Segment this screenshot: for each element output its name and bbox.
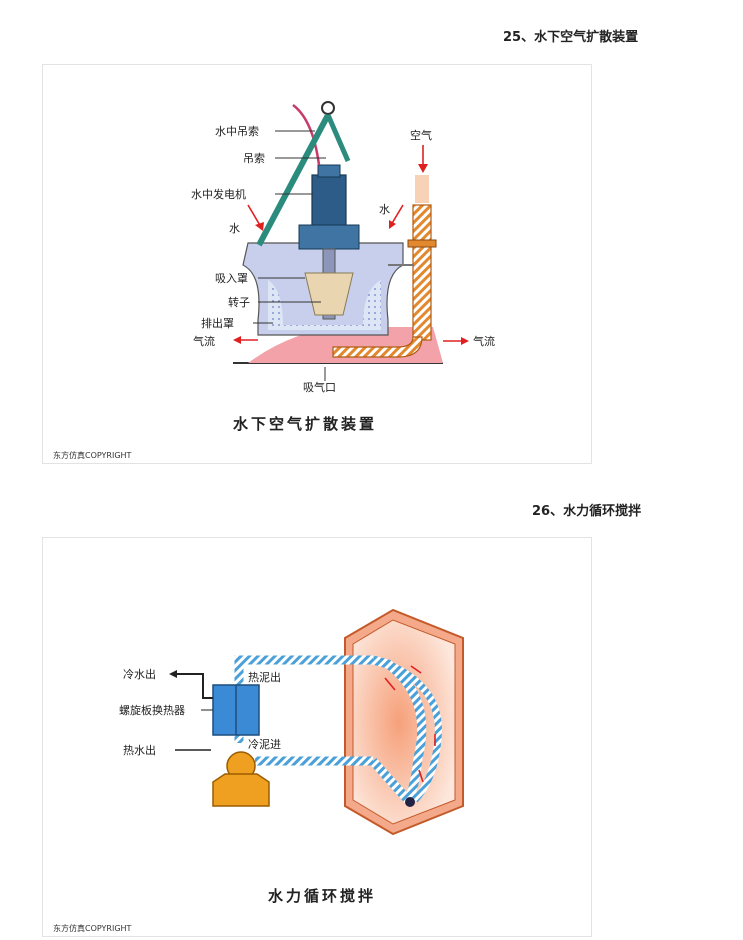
label-rotor: 转子 bbox=[228, 295, 250, 309]
label-rope: 吊索 bbox=[243, 151, 265, 165]
lift-arm bbox=[256, 113, 331, 247]
rotor-shape bbox=[304, 272, 354, 316]
label-intake-hood: 吸入罩 bbox=[215, 272, 248, 285]
pump-base bbox=[212, 773, 270, 807]
housing-inner-dots bbox=[268, 280, 381, 330]
label-hot-water-out: 热水出 bbox=[123, 743, 156, 757]
label-water-left: 水 bbox=[229, 222, 240, 235]
label-underwater-rope: 水中吊索 bbox=[215, 124, 259, 138]
air-arrow-head bbox=[418, 164, 428, 173]
rope bbox=[292, 104, 321, 166]
section25-heading: 25、水下空气扩散装置 bbox=[503, 30, 639, 45]
section25-copyright: 东方仿真COPYRIGHT bbox=[53, 451, 132, 460]
flow-arrow-1 bbox=[384, 677, 396, 691]
flow-arrow-4 bbox=[418, 769, 424, 783]
air-pipe-vertical bbox=[412, 204, 432, 341]
section26-caption: 水力循环搅拌 bbox=[268, 887, 377, 905]
motor-cap bbox=[317, 164, 341, 178]
label-water-right: 水 bbox=[379, 203, 390, 216]
section25-caption: 水下空气扩散装置 bbox=[233, 415, 378, 433]
label-hot-sludge-out: 热泥出 bbox=[248, 670, 281, 684]
label-air: 空气 bbox=[410, 128, 432, 142]
label-spiral-heat-exchanger: 螺旋板换热器 bbox=[119, 703, 185, 717]
aerator-diagram: 水中吊索 吊索 水中发电机 水 吸入罩 转子 排出罩 气流 吸气口 空气 水 气… bbox=[191, 101, 495, 394]
label-airflow-left: 气流 bbox=[193, 334, 215, 348]
section25-figure-panel: 水中吊索 吊索 水中发电机 水 吸入罩 转子 排出罩 气流 吸气口 空气 水 气… bbox=[42, 64, 592, 464]
cold-water-pipe bbox=[173, 673, 213, 699]
section26-figure-panel: 冷水出 螺旋板换热器 热水出 热泥出 冷泥进 水力循环搅拌 东方仿真COPYRI… bbox=[42, 537, 592, 937]
section26-copyright: 东方仿真COPYRIGHT bbox=[53, 924, 132, 933]
label-air-inlet: 吸气口 bbox=[303, 380, 336, 394]
circulation-diagram: 冷水出 螺旋板换热器 热水出 热泥出 冷泥进 bbox=[119, 608, 464, 836]
label-cold-water-out: 冷水出 bbox=[123, 667, 156, 681]
airflow-arrow-right-head bbox=[461, 337, 469, 345]
water-arrow-right bbox=[390, 204, 404, 226]
label-discharge-hood: 排出罩 bbox=[201, 316, 234, 330]
cold-water-arrowhead bbox=[169, 670, 177, 678]
water-arrow-left-head bbox=[255, 222, 264, 231]
lift-arm-2 bbox=[325, 114, 351, 162]
water-arrow-right-head bbox=[389, 220, 396, 229]
water-arrow-left bbox=[247, 204, 262, 228]
air-pipe-bottom bbox=[332, 336, 423, 358]
air-bubbles bbox=[415, 175, 429, 203]
tank-pipe-return bbox=[386, 660, 442, 803]
flow-arrow-2 bbox=[410, 665, 422, 674]
tank-pipe-upper bbox=[371, 655, 427, 803]
section26-heading: 26、水力循环搅拌 bbox=[532, 504, 642, 519]
tank-pipe-lower bbox=[369, 758, 412, 804]
hook-ring bbox=[321, 101, 335, 115]
label-cold-sludge-in: 冷泥进 bbox=[248, 738, 281, 751]
air-pipe-collar bbox=[407, 239, 437, 248]
pipe-end bbox=[405, 797, 415, 807]
airflow-arrow-left-head bbox=[233, 336, 241, 344]
label-underwater-motor: 水中发电机 bbox=[191, 187, 246, 201]
label-airflow-right: 气流 bbox=[473, 334, 495, 348]
motor-flange bbox=[298, 224, 360, 250]
